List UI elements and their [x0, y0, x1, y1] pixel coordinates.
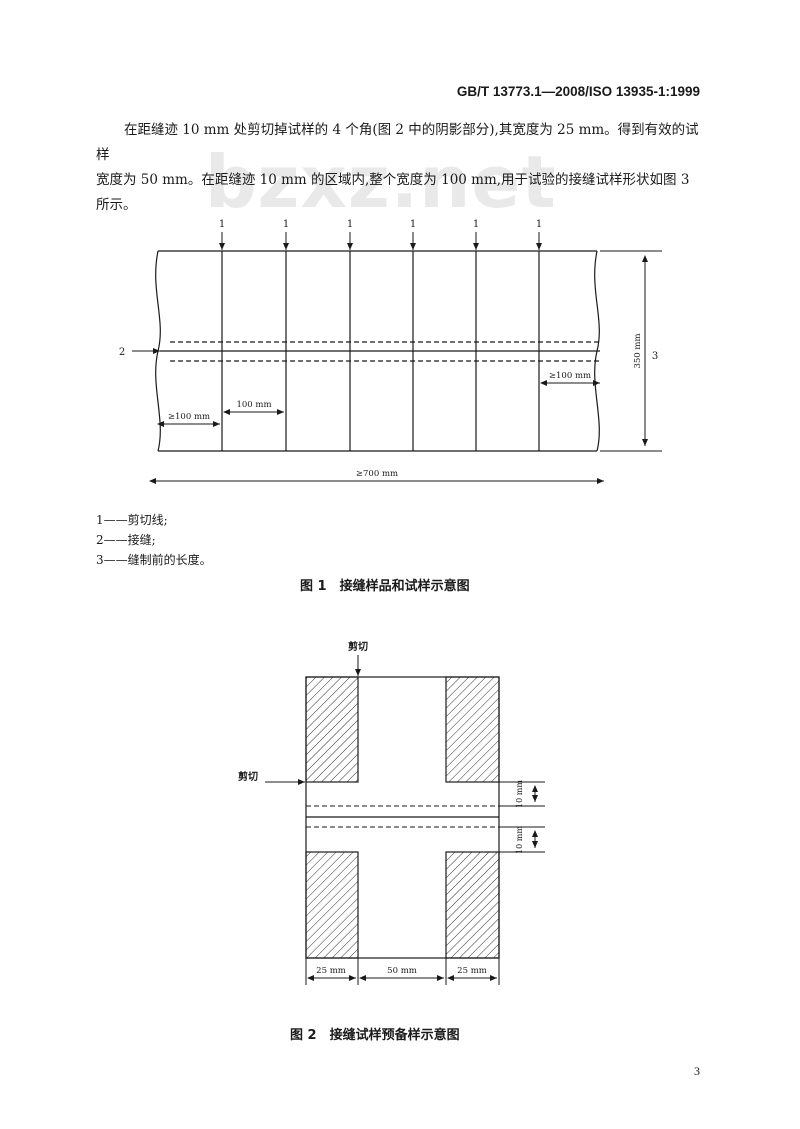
dim-left-label: ≥100 mm [168, 412, 210, 422]
hatched-corner-bottom-left [305, 851, 359, 959]
dim-50mm-label: 50 mm [387, 966, 417, 976]
dim-10mm-upper-label: 10 mm [515, 780, 524, 808]
hatched-corner-bottom-right [445, 851, 500, 959]
figure-1-caption: 图 1 接缝样品和试样示意图 [300, 579, 470, 594]
cut-marker: 1 [219, 219, 225, 230]
cut-marker: 1 [347, 219, 353, 230]
page-number: 3 [694, 1064, 700, 1078]
dim-25mm-left-label: 25 mm [316, 966, 346, 976]
dim-height-label: 350 mm [633, 333, 643, 368]
cut-marker: 1 [283, 219, 289, 230]
seam-marker: 2 [119, 347, 125, 358]
cut-label-top: 剪切 [348, 640, 368, 653]
dim-right-label: ≥100 mm [549, 371, 591, 381]
figure-1-legend: 1——剪切线; 2——接缝; 3——缝制前的长度。 [96, 510, 212, 570]
hatched-corner-top-right [445, 676, 500, 783]
dim-strip-label: 100 mm [236, 400, 271, 410]
dim-10mm-lower-label: 10 mm [515, 826, 524, 854]
cut-marker: 1 [473, 219, 479, 230]
legend-item-cut-line: 1——剪切线; [96, 513, 168, 527]
body-paragraph: 在距缝迹 10 mm 处剪切掉试样的 4 个角(图 2 中的阴影部分),其宽度为… [96, 118, 708, 218]
legend-item-length: 3——缝制前的长度。 [96, 553, 212, 567]
dim-total-label: ≥700 mm [356, 469, 398, 479]
cut-marker: 1 [536, 219, 542, 230]
figure-2-caption: 图 2 接缝试样预备样示意图 [290, 1028, 460, 1043]
cut-label-left: 剪切 [238, 770, 258, 783]
watermark: bzxz.net [205, 140, 557, 224]
body-line-1: 在距缝迹 10 mm 处剪切掉试样的 4 个角(图 2 中的阴影部分),其宽度为… [96, 122, 699, 163]
dim-25mm-right-label: 25 mm [457, 966, 487, 976]
legend-item-seam: 2——接缝; [96, 533, 156, 547]
standard-code: GB/T 13773.1—2008/ISO 13935-1:1999 [456, 84, 700, 99]
figure-2-specimen-preparation: 剪切 剪切 10 mm 10 mm 25 mm 50 mm 25 mm [238, 640, 545, 985]
body-line-2: 宽度为 50 mm。在距缝迹 10 mm 的区域内,整个宽度为 100 mm,用… [96, 172, 690, 188]
body-line-3: 所示。 [96, 197, 137, 213]
cut-marker: 1 [410, 219, 416, 230]
length-marker: 3 [652, 351, 658, 362]
hatched-corner-top-left [305, 676, 359, 783]
